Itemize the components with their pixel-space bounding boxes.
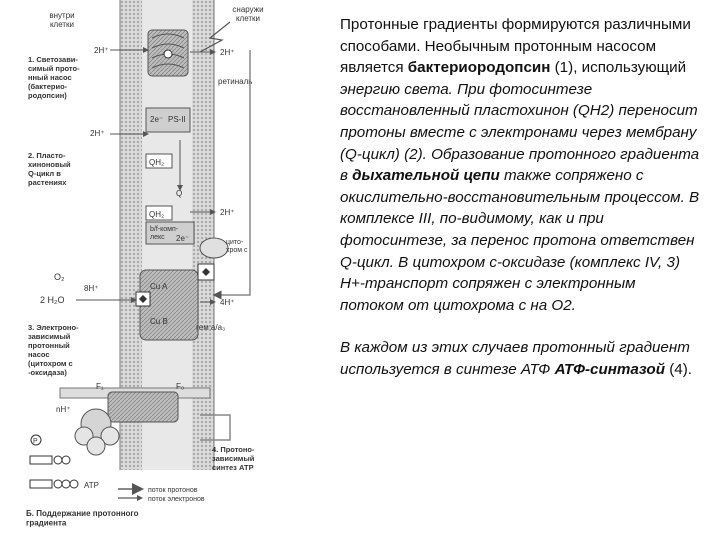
qh2-a-label: QH₂: [149, 158, 164, 167]
cyt-label: цито-хром с: [226, 239, 248, 254]
atp-icon: [29, 479, 79, 489]
cua-label: Cu A: [150, 282, 168, 291]
e2-label: 2e⁻: [150, 115, 163, 124]
bacteriorhodopsin: [147, 29, 189, 77]
f0-label: F₀: [176, 382, 184, 391]
atp-synthase: [59, 387, 211, 456]
retinal-label: ретиналь: [218, 77, 252, 86]
caption-paragraph-2: В каждом из этих случаев протонный гради…: [340, 339, 692, 378]
phosphate-icon: [30, 434, 42, 446]
nh-label: nH⁺: [56, 405, 70, 414]
h-8-label: 8H⁺: [84, 284, 98, 293]
h2o-label: 2 H₂O: [40, 295, 65, 305]
membrane-right-layer: [192, 0, 214, 470]
legend-proton-label: поток протонов: [148, 487, 198, 494]
caption-text: Протонные градиенты формируются различны…: [340, 14, 702, 381]
h-2-out-b-label: 2H⁺: [220, 208, 234, 217]
label-1: 1. Светозави-симый прото-нный насос(бакт…: [28, 55, 80, 100]
o2-label: O₂: [54, 272, 65, 282]
legend-electron-label: поток электронов: [148, 496, 205, 503]
qh2-box-b: [145, 205, 173, 221]
cub-label: Cu B: [150, 317, 168, 326]
ps2-label: PS-II: [168, 115, 186, 124]
e2-b-label: 2e⁻: [176, 234, 189, 243]
h-2-in-b-label: 2H⁺: [90, 129, 104, 138]
h-2-in-label: 2H⁺: [94, 46, 108, 55]
photosystem-ii: [145, 107, 191, 133]
caption-paragraph-1: Протонные градиенты формируются различны…: [340, 16, 700, 314]
q-a-label: Q: [176, 189, 182, 198]
membrane-left-layer: [120, 0, 142, 470]
h-4-label: 4H⁺: [220, 298, 234, 307]
p-label: P: [33, 438, 38, 445]
h-2-out-label: 2H⁺: [220, 48, 234, 57]
qh2-box-a: [145, 153, 173, 169]
adp-icon: [29, 455, 71, 465]
cytochrome-c: [199, 237, 229, 259]
cytochrome-c-oxidase: [135, 263, 215, 341]
bf-label: b/f-комп-лекс: [150, 226, 179, 241]
f1-label: F₁: [96, 382, 104, 391]
atp-label: АТР: [84, 481, 99, 490]
hem-label: гем a/a₃: [196, 323, 225, 332]
qh2-b-label: QH₂: [149, 210, 164, 219]
bf-complex: [145, 221, 195, 245]
